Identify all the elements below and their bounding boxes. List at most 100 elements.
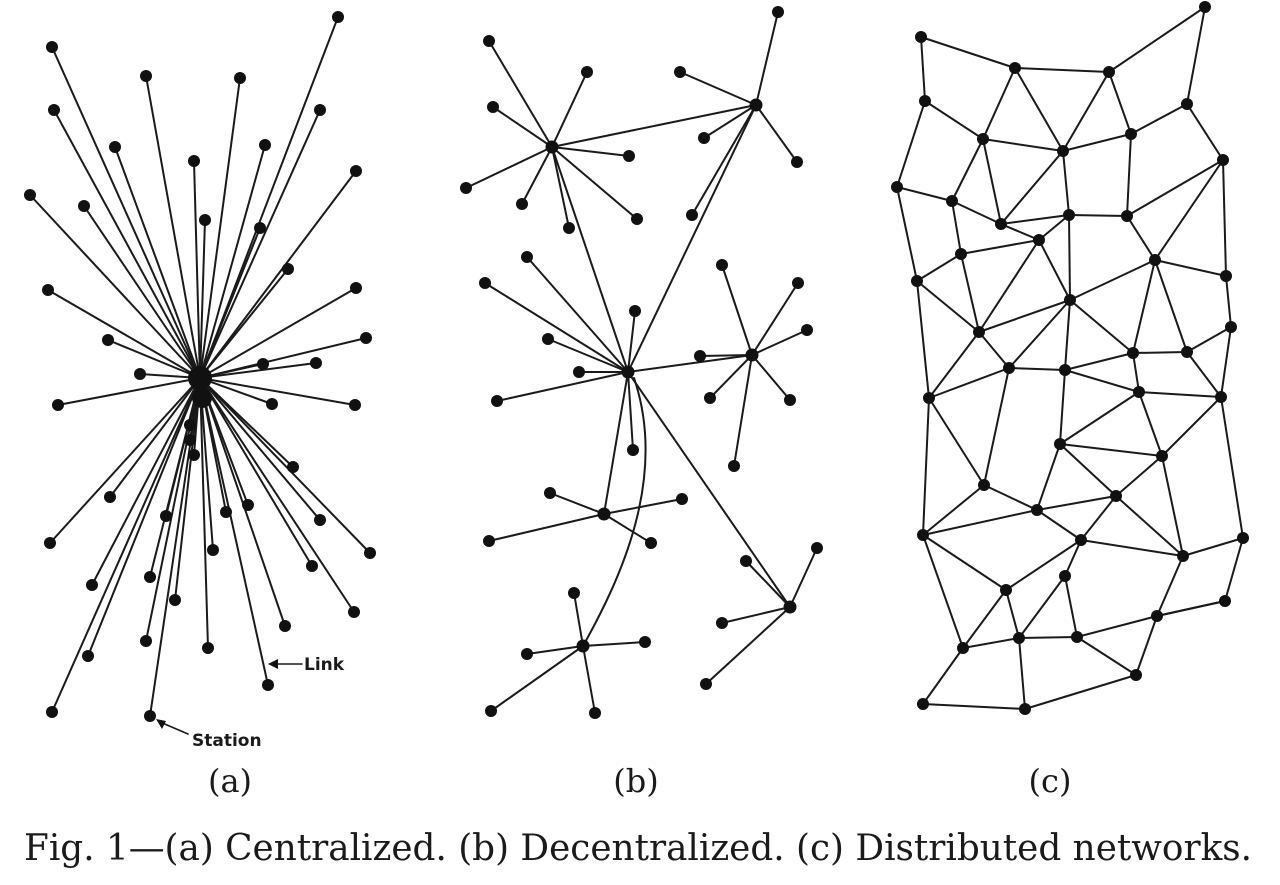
station-node: [257, 358, 269, 370]
station-node: [917, 529, 929, 541]
link-edge: [1062, 133, 1132, 152]
station-node: [1031, 504, 1043, 516]
link-edge: [751, 354, 791, 401]
link-edge: [49, 377, 201, 544]
link-edge: [57, 377, 201, 406]
link-edge: [982, 138, 1064, 152]
hub-node: [576, 639, 590, 653]
link-edge: [951, 200, 1002, 225]
station-node: [46, 41, 58, 53]
link-edge: [1138, 391, 1222, 398]
panel-label-a: (a): [208, 762, 252, 800]
link-edge: [1062, 71, 1110, 152]
link-edge: [91, 377, 201, 586]
station-node: [220, 506, 232, 518]
station-node: [676, 493, 688, 505]
link-edge: [922, 509, 1038, 536]
station-node: [169, 594, 181, 606]
station-node: [350, 165, 362, 177]
link-label: Link: [304, 655, 345, 675]
station-node: [521, 648, 533, 660]
station-node: [86, 579, 98, 591]
station-node: [521, 251, 533, 263]
station-node: [1149, 254, 1161, 266]
link-edge: [496, 371, 629, 402]
link-edge: [199, 287, 357, 379]
station-node: [919, 95, 931, 107]
station-node: [728, 460, 740, 472]
station-node: [716, 259, 728, 271]
station-node: [188, 155, 200, 167]
link-edge: [709, 354, 753, 399]
station-node: [1071, 631, 1083, 643]
trunk-link: [627, 104, 757, 373]
link-edge: [47, 289, 201, 379]
station-node: [627, 444, 639, 456]
central-hub-node: [188, 366, 212, 390]
link-edge: [199, 227, 261, 379]
station-node: [784, 394, 796, 406]
link-edge: [1024, 674, 1137, 710]
link-edge: [199, 362, 317, 379]
link-annotation: Link: [268, 655, 345, 675]
link-edge: [1064, 575, 1078, 638]
station-node: [946, 195, 958, 207]
station-node: [1000, 584, 1012, 596]
station-node: [1054, 438, 1066, 450]
link-edge: [492, 106, 553, 148]
link-edge: [199, 377, 286, 627]
link-edge: [1186, 351, 1222, 398]
link-edge: [922, 534, 964, 649]
link-edge: [960, 239, 1040, 255]
station-node: [1019, 703, 1031, 715]
station-node: [573, 366, 585, 378]
link-edge: [199, 109, 321, 379]
station-node: [332, 11, 344, 23]
station-node: [1217, 154, 1229, 166]
hub-node: [745, 348, 759, 362]
link-edge: [603, 498, 683, 515]
link-edge: [705, 606, 791, 685]
link-edge: [488, 40, 553, 148]
trunk-link: [603, 371, 629, 515]
link-edge: [490, 645, 584, 712]
link-edge: [916, 280, 980, 333]
link-edge: [1000, 214, 1070, 225]
link-edge: [745, 560, 791, 608]
link-edge: [199, 77, 241, 379]
link-edge: [627, 310, 636, 373]
station-node: [491, 395, 503, 407]
link-edge: [145, 75, 201, 379]
link-edge: [1186, 6, 1206, 105]
station-node: [349, 399, 361, 411]
panel-label-b: (b): [613, 762, 658, 800]
link-edge: [922, 484, 985, 536]
station-node: [1151, 610, 1163, 622]
station-node: [360, 332, 372, 344]
link-edge: [1068, 214, 1128, 217]
link-edge: [978, 239, 1040, 333]
station-node: [978, 479, 990, 491]
link-edge: [199, 377, 269, 686]
link-edge: [691, 104, 757, 216]
station-node: [1219, 595, 1231, 607]
station-node: [104, 491, 116, 503]
station-node: [542, 333, 554, 345]
link-edge: [1126, 159, 1224, 217]
link-edge: [1005, 539, 1082, 591]
station-node: [1199, 1, 1211, 13]
link-edge: [789, 547, 818, 608]
station-node: [287, 461, 299, 473]
station-node: [1130, 669, 1142, 681]
central-hub-node: [192, 388, 212, 408]
station-node: [568, 587, 580, 599]
link-edge: [1059, 443, 1163, 457]
station-node: [674, 66, 686, 78]
link-edge: [960, 253, 980, 333]
station-node: [485, 705, 497, 717]
station-node: [364, 547, 376, 559]
station-node: [234, 72, 246, 84]
trunk-link: [551, 146, 629, 373]
link-edge: [928, 331, 980, 399]
link-edge: [199, 144, 266, 379]
